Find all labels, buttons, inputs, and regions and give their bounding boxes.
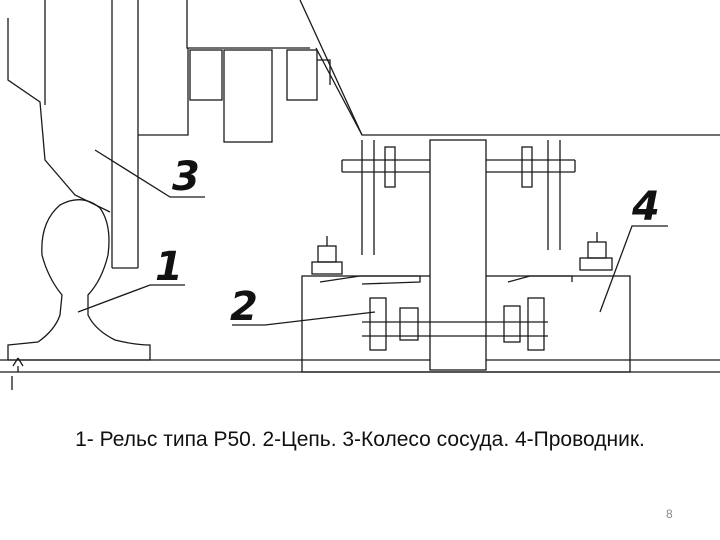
label-3: 3: [172, 154, 200, 200]
page-number: 8: [666, 507, 673, 521]
leader-lines: [77, 149, 668, 326]
rail-p50: [0, 199, 720, 390]
label-4: 4: [631, 184, 660, 230]
chain-assembly: [301, 139, 631, 373]
figure-caption: 1- Рельс типа Р50. 2-Цепь. 3-Колесо сосу…: [75, 428, 645, 451]
vessel-wheel-frame: [7, 0, 720, 269]
label-1: 1: [155, 244, 183, 290]
label-2: 2: [230, 284, 258, 330]
